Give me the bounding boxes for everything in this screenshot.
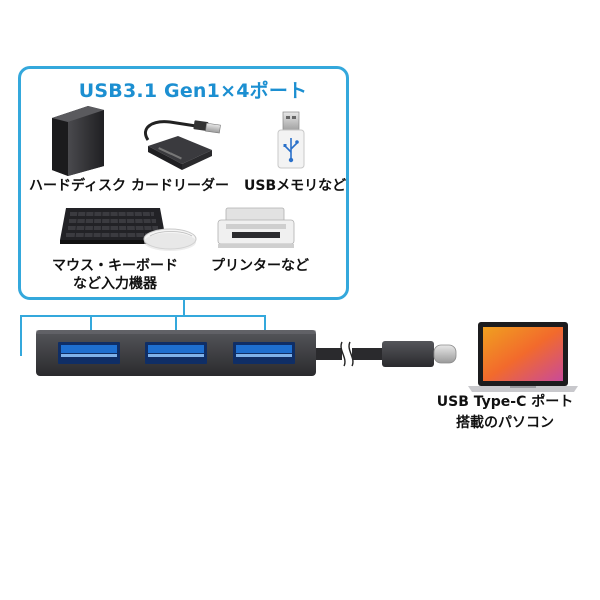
laptop-icon: [468, 322, 578, 392]
label-mouse-keyboard-line1: マウス・キーボード: [52, 258, 178, 274]
usb-hub: [36, 330, 316, 376]
label-card-reader: カードリーダー: [131, 178, 229, 194]
label-printer: プリンターなど: [211, 258, 309, 274]
usb-port-1: [58, 342, 120, 364]
panel-title: USB3.1 Gen1×4ポート: [78, 80, 308, 102]
hard-disk-icon: [52, 106, 104, 176]
keyboard-icon: [60, 208, 166, 244]
device-panel: [18, 66, 349, 300]
printer-icon: [217, 207, 295, 248]
pc-caption-line1: USB Type-C ポート: [436, 394, 574, 410]
usb-port-3: [233, 342, 295, 364]
mouse-icon: [143, 228, 197, 251]
type-c-cable: [316, 341, 457, 367]
pc-caption: USB Type-C ポート 搭載のパソコン: [410, 392, 600, 434]
usb-port-2: [145, 342, 207, 364]
card-reader-icon: [144, 120, 221, 170]
label-mouse-keyboard-line2: など入力機器: [73, 276, 157, 292]
pc-caption-line2: 搭載のパソコン: [456, 415, 554, 431]
label-usb-memory: USBメモリなど: [244, 178, 347, 194]
label-hard-disk: ハードディスク: [29, 178, 127, 194]
usb-memory-icon: [277, 111, 305, 169]
